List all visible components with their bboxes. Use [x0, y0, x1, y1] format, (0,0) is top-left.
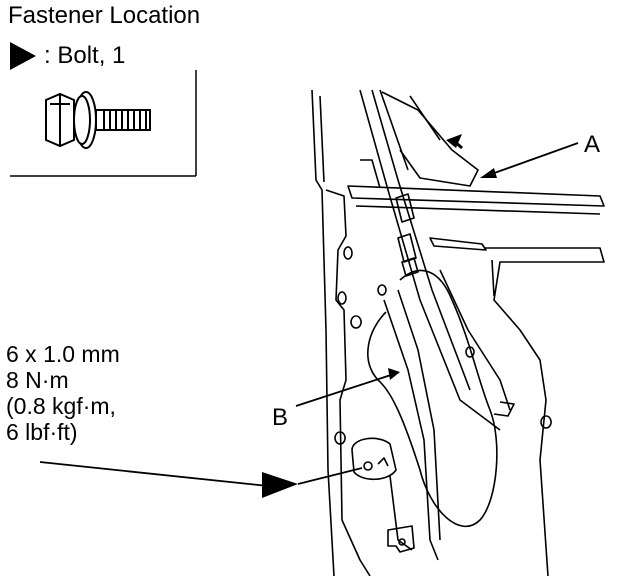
bolt-icon — [45, 91, 151, 149]
fastener-box — [10, 70, 197, 177]
bolt-location-marker-icon — [262, 472, 298, 498]
bolt-marker-legend-icon — [10, 42, 36, 70]
callout-b-leader — [295, 373, 395, 407]
torque-nm-spec: 8 N·m — [6, 367, 69, 393]
door-panel-drawing — [311, 89, 605, 576]
callout-a-arrowhead — [480, 168, 497, 178]
callout-a-label: A — [584, 131, 601, 158]
diagram-title: Fastener Location — [8, 2, 201, 29]
legend-bolt-label: : Bolt, 1 — [44, 42, 126, 69]
callout-a-leader — [485, 142, 579, 177]
callout-b-label: B — [272, 404, 289, 431]
torque-lbf-spec: 6 lbf·ft) — [6, 419, 78, 445]
bolt-size-spec: 6 x 1.0 mm — [6, 341, 120, 367]
torque-kgf-spec: (0.8 kgf·m, — [6, 393, 116, 419]
callout-b-arrowhead — [388, 368, 400, 380]
bolt-pointer-leader — [39, 461, 269, 487]
